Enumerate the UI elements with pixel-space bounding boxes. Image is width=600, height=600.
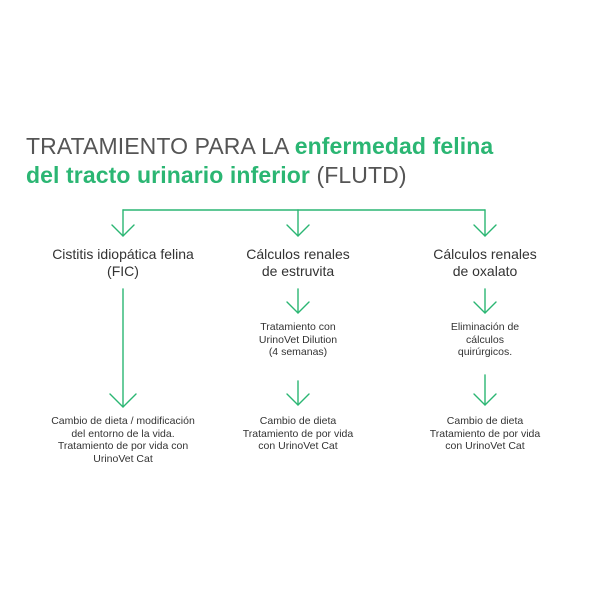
outcome-fic-line-2: del entorno de la vida. [71,427,175,440]
step-struvite: Tratamiento con UrinoVet Dilution (4 sem… [208,321,388,359]
arrowhead-col1-top [111,224,135,237]
heading-fic: Cistitis idiopática felina (FIC) [33,246,213,280]
outcome-struvite-line-1: Cambio de dieta [259,415,337,427]
outcome-fic-line-4: UrinoVet Cat [93,452,153,465]
outcome-oxalate-line-3: con UrinoVet Cat [445,440,525,452]
arrowhead-col3-step [473,301,497,314]
arrowhead-col2-step [286,301,310,314]
outcome-fic-line-3: Tratamiento de por vida con [57,440,189,452]
heading-fic-line-2: (FIC) [107,263,139,279]
arrowhead-col3-top [473,224,497,237]
heading-oxalate: Cálculos renales de oxalato [395,246,575,280]
title-part-2: enfermedad felina [294,133,494,159]
outcome-struvite-line-3: con UrinoVet Cat [258,440,338,452]
step-struvite-line-3: (4 semanas) [268,346,328,358]
step-oxalate-line-3: quirúrgicos. [457,346,513,358]
title-part-3: del tracto urinario inferior [26,162,310,188]
heading-fic-line-1: Cistitis idiopática felina [52,246,194,262]
step-struvite-line-2: UrinoVet Dilution [258,333,338,346]
outcome-struvite-line-2: Tratamiento de por vida [242,427,354,440]
arrowhead-col1-bottom [109,393,137,408]
arrowhead-col3-outcome [473,393,497,406]
outcome-fic: Cambio de dieta / modificación del entor… [33,415,213,465]
title-part-1: TRATAMIENTO PARA LA [26,133,295,159]
step-oxalate-line-1: Eliminación de [450,321,520,333]
step-oxalate-line-2: cálculos [466,333,504,346]
heading-struvite-line-2: de estruvita [261,263,335,279]
diagram-title: TRATAMIENTO PARA LA enfermedad felina de… [26,132,586,190]
outcome-struvite: Cambio de dieta Tratamiento de por vida … [208,415,388,453]
step-struvite-line-1: Tratamiento con [260,321,336,333]
outcome-oxalate: Cambio de dieta Tratamiento de por vida … [395,415,575,453]
outcome-fic-line-1: Cambio de dieta / modificación [51,415,195,427]
title-part-4: (FLUTD) [309,162,407,188]
heading-struvite: Cálculos renales de estruvita [208,246,388,280]
outcome-oxalate-line-2: Tratamiento de por vida [429,427,541,440]
step-oxalate: Eliminación de cálculos quirúrgicos. [395,321,575,359]
heading-oxalate-line-2: de oxalato [452,263,518,279]
arrowhead-col2-outcome [286,393,310,406]
heading-struvite-line-1: Cálculos renales [246,246,350,262]
heading-oxalate-line-1: Cálculos renales [433,246,537,262]
outcome-oxalate-line-1: Cambio de dieta [446,415,524,427]
arrowhead-col2-top [286,224,310,237]
